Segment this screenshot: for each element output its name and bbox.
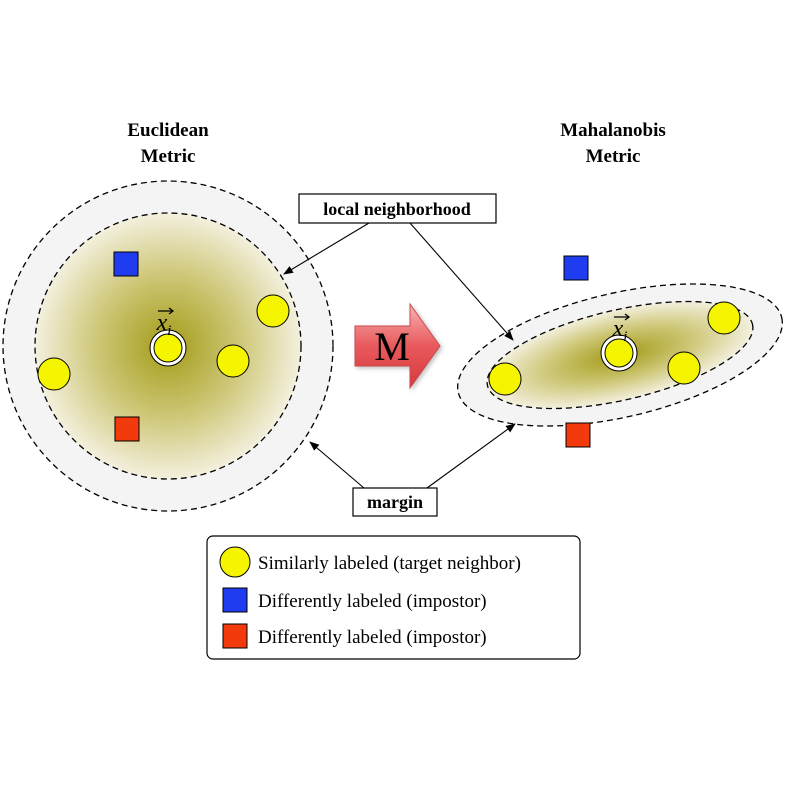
right-arrow-icon [354, 302, 441, 390]
target-neighbor-circle [37, 357, 71, 391]
neighborhood-pointer-right [409, 222, 514, 341]
euclidean-panel: xi [2, 180, 334, 512]
euclidean-title: Euclidean [127, 120, 209, 141]
margin-label-box [352, 487, 438, 517]
mahalanobis-title-line2: Metric [586, 146, 641, 167]
target-neighbor-circle [707, 301, 741, 335]
legend-item-label: Differently labeled (impostor) [258, 627, 487, 648]
margin-label: margin [367, 492, 423, 512]
impostor-blue-square [563, 255, 589, 281]
margin-callout: margin [309, 423, 516, 517]
neighborhood-label: local neighborhood [323, 199, 471, 219]
query-point-label: xi [156, 310, 172, 339]
target-neighbor-circle [667, 351, 701, 385]
mahalanobis-title: Mahalanobis [560, 120, 666, 141]
impostor-blue-square [113, 251, 139, 277]
impostor-red-square [565, 422, 591, 448]
transform-arrow [354, 302, 441, 390]
target-neighbor-circle [488, 362, 522, 396]
neighborhood-label-box [298, 193, 497, 224]
transform-label: M [374, 324, 410, 369]
query-point [604, 338, 634, 368]
impostor-red-square [114, 416, 140, 442]
legend-box [206, 535, 581, 660]
legend-item-label: Differently labeled (impostor) [258, 591, 487, 612]
legend-blue-square-icon [222, 587, 248, 613]
target-neighbor-circle [216, 344, 250, 378]
euclidean-title-line2: Metric [141, 146, 196, 167]
neighborhood-callout: local neighborhood [283, 193, 514, 341]
target-neighbor-circle [256, 294, 290, 328]
legend-yellow-circle-icon [219, 546, 251, 578]
vector-arrow-icon [158, 307, 175, 315]
vector-arrow-icon [614, 313, 631, 321]
legend: Similarly labeled (target neighbor) Diff… [206, 535, 581, 660]
margin-pointer-right [426, 423, 516, 489]
query-point-label: xi [612, 316, 628, 345]
mahalanobis-panel: xi [457, 255, 783, 448]
margin-pointer-left [309, 441, 365, 489]
neighborhood-pointer-left [283, 222, 370, 275]
legend-red-square-icon [222, 623, 248, 649]
legend-item-label: Similarly labeled (target neighbor) [258, 553, 521, 574]
query-point [153, 333, 183, 363]
